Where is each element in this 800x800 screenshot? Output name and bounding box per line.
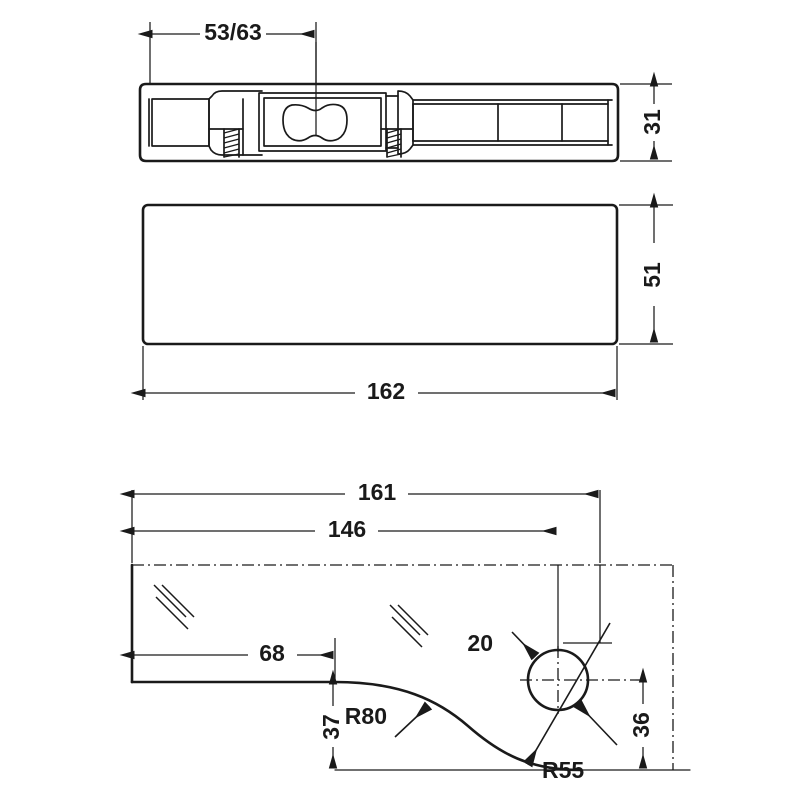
- dim-53-63-label: 53/63: [204, 19, 262, 45]
- dim-162: 162: [130, 346, 618, 404]
- glass-hatch-symbol-middle: [389, 604, 429, 648]
- dim-68-label: 68: [259, 640, 285, 666]
- dim-31: 31: [620, 71, 672, 162]
- dim-68: 68: [119, 638, 336, 684]
- section-left-endcap: [148, 98, 210, 147]
- drill-hole: [520, 646, 640, 714]
- dim-37-label: 37: [318, 714, 344, 740]
- glass-cutout-view: 161 146 68 37 36 20: [119, 479, 691, 783]
- dim-161-label: 161: [358, 479, 397, 505]
- glass-hatch-symbol-left: [153, 584, 195, 630]
- dim-20-label: 20: [467, 630, 493, 656]
- section-glass-channel: [412, 99, 613, 146]
- dim-36: 36: [628, 667, 654, 769]
- radius-r55-label: R55: [542, 757, 584, 783]
- section-body-outline: [138, 82, 620, 163]
- radius-r80-leader: R80: [345, 701, 433, 738]
- section-cam-profile: [282, 103, 348, 142]
- elevation-view: 51 162: [130, 192, 673, 404]
- dim-162-label: 162: [367, 378, 405, 404]
- section-view: 53/63 31: [137, 19, 672, 163]
- hole-position-construction: [557, 565, 612, 652]
- dim-51: 51: [619, 192, 673, 345]
- dim-53-63: 53/63: [137, 19, 317, 84]
- dim-146-label: 146: [328, 516, 366, 542]
- radius-r80-label: R80: [345, 703, 387, 729]
- dim-161: 161: [119, 479, 601, 563]
- dim-146: 146: [119, 516, 557, 542]
- dim-37: 37: [318, 669, 344, 769]
- dim-36-label: 36: [628, 712, 654, 738]
- section-left-screw: [223, 128, 240, 158]
- elevation-body-rect: [141, 203, 619, 346]
- dim-51-label: 51: [639, 262, 665, 288]
- section-right-screw: [386, 128, 402, 158]
- glass-panel-outline: [130, 563, 691, 771]
- glass-cutout-scurve: [333, 680, 582, 772]
- radius-r55-leader: R55: [522, 622, 618, 783]
- section-cam-housing: [258, 92, 387, 152]
- dim-20-leader: 20: [467, 630, 540, 661]
- dim-31-label: 31: [639, 109, 665, 135]
